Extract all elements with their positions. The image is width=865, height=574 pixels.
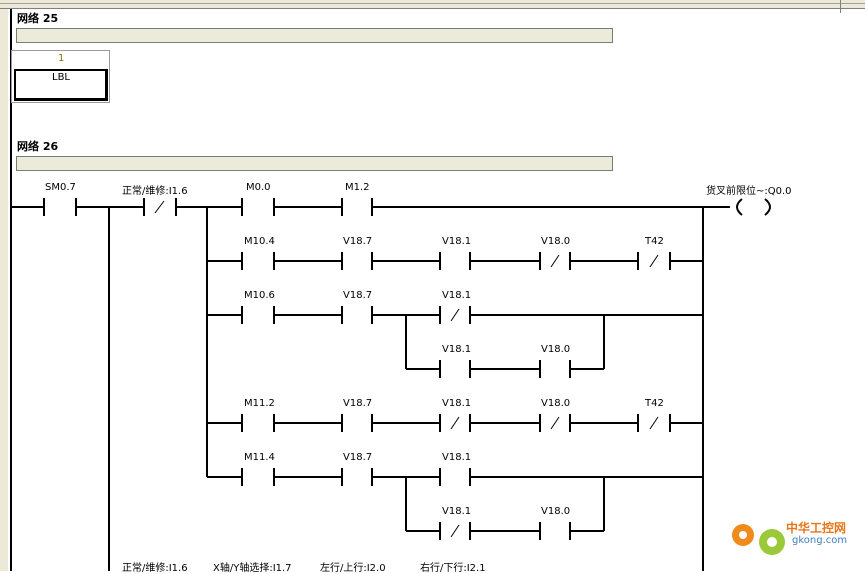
label-r5-1: M11.4 <box>244 452 275 463</box>
label-bottom-1: 正常/维修:I1.6 <box>122 563 188 574</box>
contact-r3-1[interactable] <box>241 306 275 324</box>
watermark-brand: 中华工控网 <box>786 521 847 535</box>
window-top-bar <box>0 0 865 9</box>
label-r2-3: V18.1 <box>442 236 472 247</box>
contact-r2-3[interactable] <box>439 252 471 270</box>
editor-left-gutter <box>0 9 8 571</box>
lbl-number: 1 <box>58 53 65 64</box>
network-26-title[interactable]: 网络 26 <box>17 140 59 153</box>
gear-icon <box>732 524 785 555</box>
label-r4-4: V18.0 <box>541 398 571 409</box>
label-bottom-4: 右行/下行:I2.1 <box>420 563 486 574</box>
contact-r2-4-nc[interactable] <box>539 252 571 270</box>
contact-r3b-1[interactable] <box>439 360 471 378</box>
label-r4-1: M11.2 <box>244 398 275 409</box>
label-m00: M0.0 <box>246 182 271 193</box>
label-bottom-3: 左行/上行:I2.0 <box>320 563 386 574</box>
label-r2-4: V18.0 <box>541 236 571 247</box>
contact-sm07[interactable] <box>43 198 77 216</box>
contact-i16-nc[interactable] <box>143 198 177 216</box>
lbl-instruction-box[interactable]: 1 LBL <box>11 50 110 103</box>
label-r3b-1: V18.1 <box>442 344 472 355</box>
label-coil: 货叉前限位~:Q0.0 <box>706 186 792 197</box>
contact-m12[interactable] <box>341 198 373 216</box>
label-r4-2: V18.7 <box>343 398 373 409</box>
label-r5b-2: V18.0 <box>541 506 571 517</box>
label-r2-1: M10.4 <box>244 236 275 247</box>
lbl-label: LBL <box>52 72 71 83</box>
contact-r4-1[interactable] <box>241 414 275 432</box>
label-r3b-2: V18.0 <box>541 344 571 355</box>
label-r2-2: V18.7 <box>343 236 373 247</box>
splitter-edge[interactable] <box>840 0 841 13</box>
label-r3-1: M10.6 <box>244 290 275 301</box>
contact-r2-5-nc[interactable] <box>637 252 671 270</box>
contact-r5b-2[interactable] <box>539 522 571 540</box>
power-rail-left <box>10 9 12 571</box>
coil-q00[interactable] <box>736 198 771 216</box>
contact-r2-1[interactable] <box>241 252 275 270</box>
label-r3-3: V18.1 <box>442 290 472 301</box>
label-r2-5: T42 <box>645 236 664 247</box>
contact-r4-3-nc[interactable] <box>439 414 471 432</box>
label-i16: 正常/维修:I1.6 <box>122 186 188 197</box>
contact-r3-2[interactable] <box>341 306 373 324</box>
contact-r5-1[interactable] <box>241 468 275 486</box>
label-r5-2: V18.7 <box>343 452 373 463</box>
label-r5b-1: V18.1 <box>442 506 472 517</box>
contact-r4-4-nc[interactable] <box>539 414 571 432</box>
label-r5-3: V18.1 <box>442 452 472 463</box>
contact-r3b-2[interactable] <box>539 360 571 378</box>
network-25-title[interactable]: 网络 25 <box>17 12 59 25</box>
contact-r2-2[interactable] <box>341 252 373 270</box>
contact-r3-3-nc[interactable] <box>439 306 471 324</box>
label-m12: M1.2 <box>345 182 370 193</box>
contact-r5-2[interactable] <box>341 468 373 486</box>
label-r4-3: V18.1 <box>442 398 472 409</box>
lbl-frame: LBL <box>14 69 108 101</box>
contact-r4-2[interactable] <box>341 414 373 432</box>
label-r4-5: T42 <box>645 398 664 409</box>
contact-r5-3[interactable] <box>439 468 471 486</box>
contact-m00[interactable] <box>241 198 275 216</box>
watermark-url: gkong.com <box>792 535 848 546</box>
network-26-comment[interactable] <box>16 156 613 171</box>
label-sm07: SM0.7 <box>45 182 76 193</box>
label-r3-2: V18.7 <box>343 290 373 301</box>
contact-r4-5-nc[interactable] <box>637 414 671 432</box>
contact-r5b-1-nc[interactable] <box>439 522 471 540</box>
network-25-comment[interactable] <box>16 28 613 43</box>
label-bottom-2: X轴/Y轴选择:I1.7 <box>213 563 292 574</box>
